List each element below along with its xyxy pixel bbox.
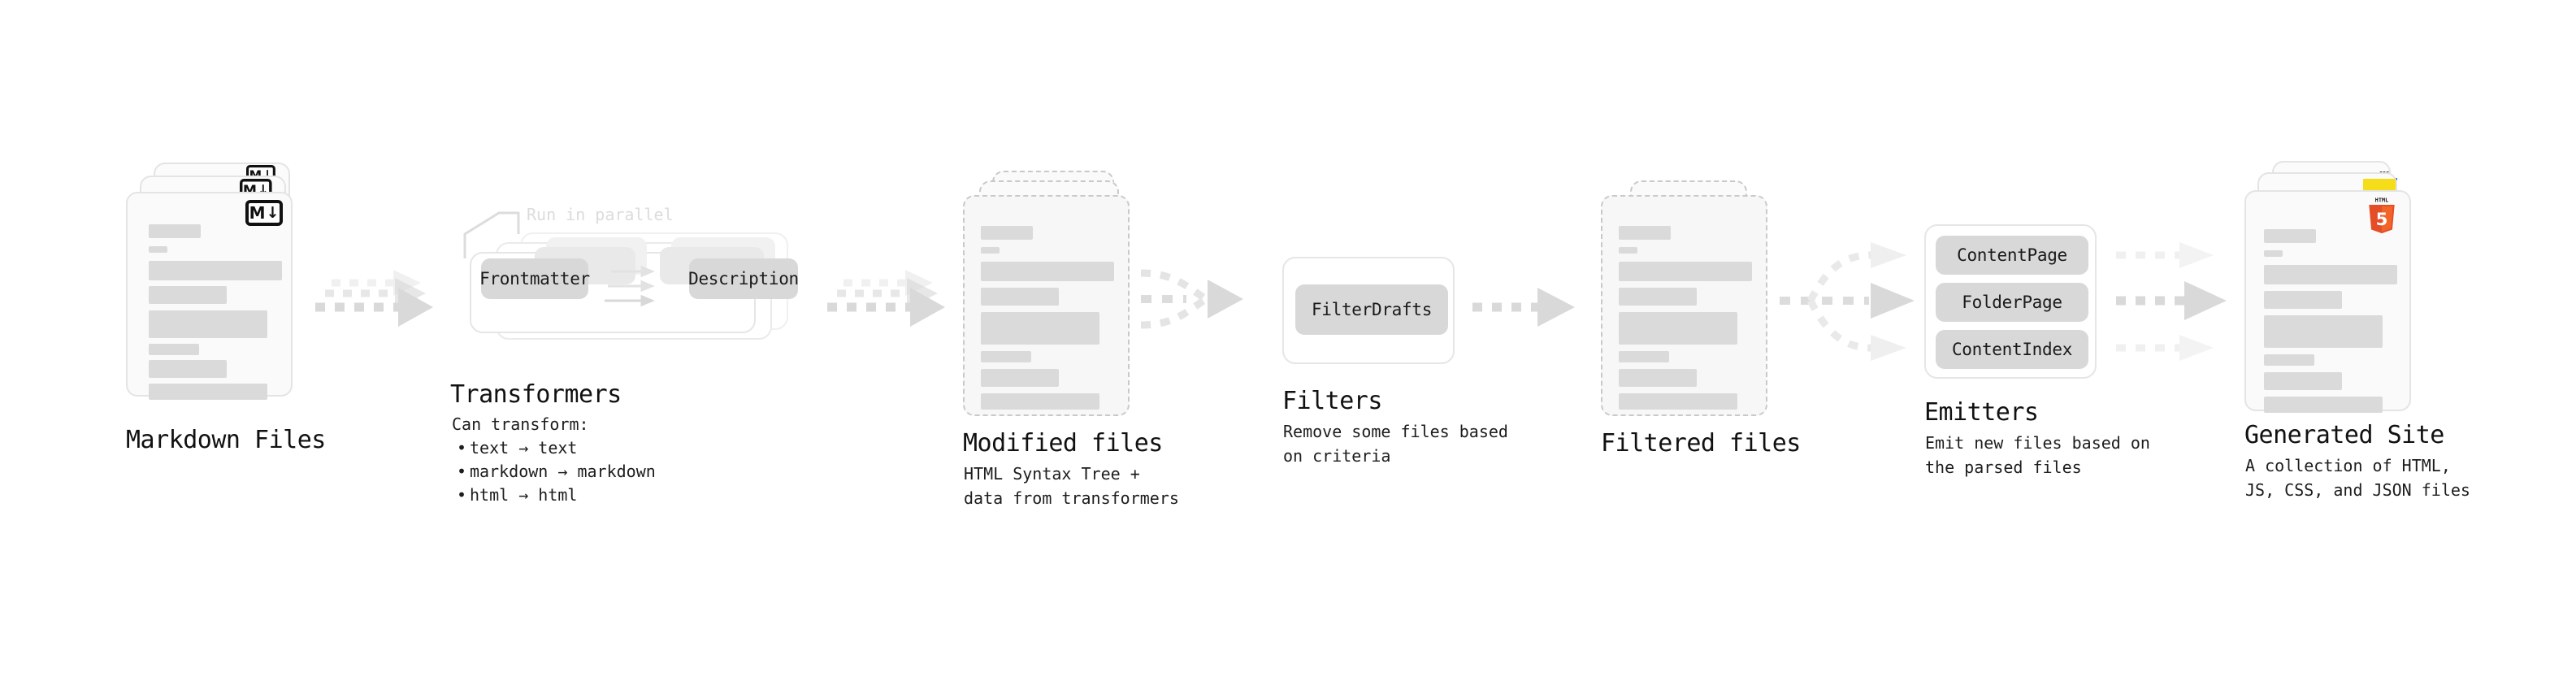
arrow-filtered-to-emitters — [1780, 242, 1915, 361]
stage-markdown-files: M ↓ M ↓ M ↓ — [126, 163, 301, 423]
html5-wordmark: HTML — [2375, 197, 2389, 203]
markdown-files-title: Markdown Files — [126, 426, 326, 454]
emitter-pill-label: ContentIndex — [1951, 340, 2073, 359]
skeleton-bar — [2264, 397, 2383, 413]
generated-card-stack: CSS HTML 5 — [2244, 161, 2419, 421]
transformer-pill-description[interactable]: Description — [688, 258, 799, 299]
skeleton-bar — [2264, 265, 2397, 284]
skeleton-bar — [981, 393, 1099, 410]
skeleton-bar — [1619, 393, 1737, 410]
emitters-box: ContentPage FolderPage ContentIndex — [1924, 224, 2097, 379]
filters-box: FilterDrafts — [1282, 257, 1455, 364]
transformers-bullet-item: html → html — [452, 484, 656, 507]
skeleton-bar — [149, 384, 267, 400]
filtered-files-title: Filtered files — [1601, 429, 1801, 458]
arrow-transformers-to-modified — [827, 270, 945, 327]
skeleton-bar — [1619, 288, 1697, 306]
skeleton-bar — [149, 224, 201, 238]
generated-site-desc-line2: JS, CSS, and JSON files — [2245, 480, 2470, 500]
stage-filtered-files — [1601, 180, 1776, 440]
markdown-sheet-front — [126, 192, 293, 400]
skeleton-bar — [981, 247, 1000, 254]
skeleton-bar — [1619, 247, 1637, 254]
skeleton-bar — [149, 261, 282, 280]
skeleton-bar — [2264, 250, 2283, 257]
skeleton-bar — [2264, 315, 2383, 348]
modified-sheet-front — [963, 195, 1130, 416]
html5-number: 5 — [2376, 210, 2388, 230]
skeleton-bar — [1619, 312, 1737, 345]
filters-desc-line2: on criteria — [1283, 446, 1391, 466]
markdown-letter: M — [249, 203, 266, 223]
markdown-card-stack: M ↓ M ↓ M ↓ — [126, 163, 301, 423]
arrow-filters-to-filtered — [1472, 288, 1575, 327]
filtered-card-stack — [1601, 180, 1776, 440]
transformer-inner-arrows — [605, 265, 655, 307]
run-in-parallel-bracket — [463, 211, 520, 258]
transformer-pill-label: Frontmatter — [479, 269, 590, 288]
transformer-pill-label: Description — [688, 269, 799, 288]
arrow-emitters-to-generated — [2116, 242, 2227, 361]
skeleton-bar — [149, 360, 227, 378]
skeleton-bar — [149, 246, 167, 253]
emitter-pill-contentindex[interactable]: ContentIndex — [1936, 330, 2088, 369]
transformers-bullet-list: text → text markdown → markdown html → h… — [452, 436, 656, 507]
run-in-parallel-label: Run in parallel — [527, 205, 674, 224]
filter-pill-label: FilterDrafts — [1311, 300, 1433, 319]
skeleton-bar — [2264, 372, 2342, 390]
skeleton-bar — [1619, 262, 1752, 281]
emitters-title: Emitters — [1924, 398, 2039, 427]
skeleton-bar — [1619, 226, 1671, 240]
skeleton-bar — [981, 351, 1031, 362]
emitter-pill-contentpage[interactable]: ContentPage — [1936, 236, 2088, 275]
skeleton-bar — [149, 310, 267, 338]
emitter-pill-label: ContentPage — [1957, 245, 2067, 265]
skeleton-bar — [2264, 229, 2316, 243]
filters-desc-line1: Remove some files based — [1283, 422, 1508, 441]
arrow-modified-to-filters — [1140, 269, 1243, 329]
generated-site-desc-line1: A collection of HTML, — [2245, 456, 2451, 475]
emitter-pill-label: FolderPage — [1962, 293, 2062, 312]
markdown-icon: M ↓ — [245, 200, 283, 226]
modified-files-desc-line1: HTML Syntax Tree + — [964, 464, 1140, 484]
transformers-title: Transformers — [450, 380, 622, 409]
arrow-markdown-to-transformers — [315, 270, 433, 327]
stage-modified-files — [963, 171, 1138, 431]
transformer-pill-frontmatter[interactable]: Frontmatter — [479, 258, 590, 299]
skeleton-bar — [2264, 354, 2314, 366]
skeleton-bar — [1619, 369, 1697, 387]
html5-icon: HTML 5 — [2369, 197, 2395, 234]
markdown-arrow: ↓ — [266, 203, 280, 222]
modified-files-title: Modified files — [963, 429, 1163, 458]
emitters-desc-line1: Emit new files based on — [1925, 433, 2150, 453]
generated-site-title: Generated Site — [2244, 421, 2444, 449]
skeleton-bar — [149, 344, 199, 355]
transformers-lead: Can transform: — [452, 414, 589, 434]
skeleton-bar — [149, 286, 227, 304]
skeleton-bar — [981, 262, 1114, 281]
skeleton-bar — [981, 369, 1059, 387]
transformers-description: Can transform: text → text markdown → ma… — [452, 413, 656, 507]
emitters-desc-line2: the parsed files — [1925, 458, 2082, 477]
transformers-bullet-item: markdown → markdown — [452, 460, 656, 484]
filtered-sheet-front — [1601, 195, 1767, 416]
filters-title: Filters — [1282, 387, 1382, 415]
skeleton-bar — [981, 288, 1059, 306]
transformers-bullet-item: text → text — [452, 436, 656, 460]
filter-pill-filterdrafts[interactable]: FilterDrafts — [1295, 284, 1448, 335]
skeleton-bar — [981, 312, 1099, 345]
modified-files-desc-line2: data from transformers — [964, 488, 1179, 508]
skeleton-bar — [2264, 291, 2342, 309]
emitter-pill-folderpage[interactable]: FolderPage — [1936, 283, 2088, 322]
skeleton-bar — [1619, 351, 1669, 362]
stage-generated-site: CSS HTML 5 — [2244, 161, 2419, 421]
modified-card-stack — [963, 171, 1138, 431]
skeleton-bar — [981, 226, 1033, 240]
